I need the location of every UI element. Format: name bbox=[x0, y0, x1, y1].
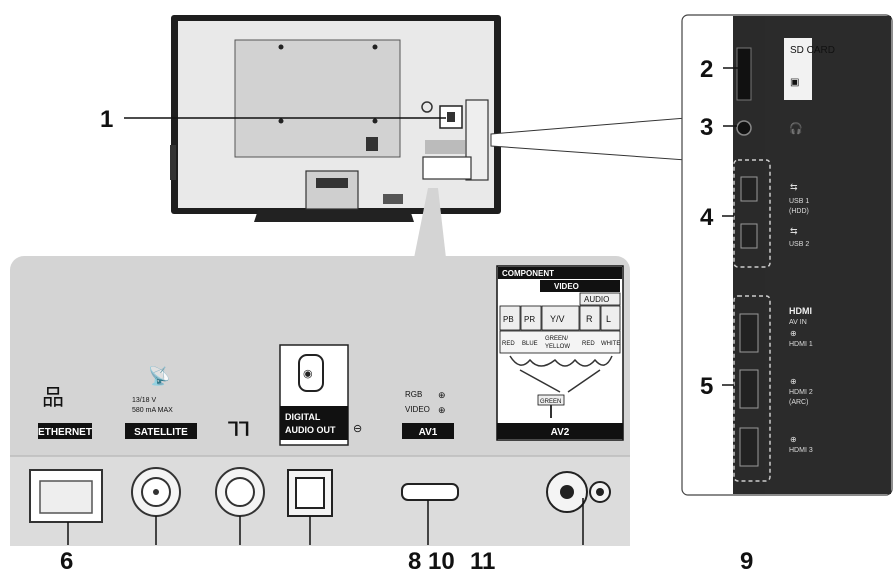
av2-audio-label: AUDIO bbox=[584, 295, 609, 304]
hdmi3-arrow-icon: ⊕ bbox=[790, 435, 797, 444]
av2-cable-wiring bbox=[509, 355, 613, 393]
red-label: RED bbox=[502, 341, 515, 347]
usb1-label: USB 1 bbox=[789, 198, 809, 205]
callout-10: 10 bbox=[428, 548, 455, 575]
av1-port bbox=[401, 483, 459, 501]
blue-label: BLUE bbox=[522, 341, 538, 347]
headphone-icon: 🎧 bbox=[789, 122, 803, 135]
satellite-spec-voltage: 13/18 V bbox=[132, 397, 156, 404]
side-terminal-panel: SD CARD ▣ 🎧 ⇆ USB 1 (HDD) ⇆ USB 2 HDMI A… bbox=[681, 14, 893, 496]
output-arrow-icon: ⊖ bbox=[353, 423, 362, 435]
sd-card-slot bbox=[736, 47, 752, 101]
usb1-icon: ⇆ bbox=[790, 182, 798, 192]
satellite-dish-icon: 📡 bbox=[148, 364, 170, 386]
satellite-label: SATELLITE bbox=[134, 427, 188, 438]
callout-4: 4 bbox=[700, 204, 714, 231]
sd-card-label-box bbox=[784, 38, 812, 100]
av2-label: AV2 bbox=[551, 427, 570, 438]
usb2-icon: ⇆ bbox=[790, 226, 798, 236]
callout-11: 11 bbox=[470, 548, 495, 575]
hdmi2-label: HDMI 2 bbox=[789, 389, 813, 396]
pr-label: PR bbox=[524, 315, 535, 324]
av-in-label: AV IN bbox=[789, 319, 807, 326]
sd-card-label: SD CARD bbox=[790, 45, 835, 56]
ethernet-icon: 品 bbox=[42, 385, 64, 410]
white-label: WHITE bbox=[601, 341, 620, 347]
sd-card-icon: ▣ bbox=[790, 77, 799, 88]
av1-video-arrow-icon: ⊕ bbox=[438, 405, 446, 415]
hdmi2-port bbox=[739, 369, 759, 409]
green-yellow-label-2: YELLOW bbox=[545, 344, 570, 350]
stand-base bbox=[254, 210, 414, 222]
digital-label: DIGITAL bbox=[285, 412, 321, 422]
tv-back-view bbox=[170, 15, 501, 222]
ethernet-label: ETHERNET bbox=[38, 427, 92, 438]
callout-9: 9 bbox=[740, 548, 753, 575]
hdmi3-port bbox=[739, 427, 759, 467]
green-yellow-label-1: GREEN/ bbox=[545, 336, 568, 342]
av1-rgb-label: RGB bbox=[405, 390, 422, 399]
usb2-port bbox=[740, 223, 758, 249]
red2-label: RED bbox=[582, 341, 595, 347]
callout-2: 2 bbox=[700, 56, 713, 83]
audio-out-label: AUDIO OUT bbox=[285, 425, 336, 435]
callout-5: 5 bbox=[700, 373, 713, 400]
av1-label: AV1 bbox=[419, 427, 438, 438]
usb-group-frame bbox=[733, 159, 771, 268]
aerial-icon: ㄲ bbox=[224, 414, 252, 447]
hdmi-logo: HDMI bbox=[789, 306, 812, 316]
hdmi2-sub-label: (ARC) bbox=[789, 399, 808, 406]
callout-6: 6 bbox=[60, 548, 73, 575]
callout-3: 3 bbox=[700, 114, 713, 141]
callout-8: 8 bbox=[408, 548, 421, 575]
headphone-jack bbox=[736, 120, 752, 136]
stand-neck bbox=[305, 170, 359, 210]
hdmi-group-frame bbox=[733, 295, 771, 482]
hdmi1-label: HDMI 1 bbox=[789, 341, 813, 348]
yv-label: Y/V bbox=[550, 314, 565, 324]
hdmi1-port bbox=[739, 313, 759, 353]
callout-1: 1 bbox=[100, 106, 113, 133]
av2-video-label: VIDEO bbox=[554, 282, 579, 291]
av1-rgb-arrow-icon: ⊕ bbox=[438, 390, 446, 400]
pb-label: PB bbox=[503, 315, 514, 324]
bottom-terminal-panel: 品 ETHERNET 📡 13/18 V 580 mA MAX SATELLIT… bbox=[10, 256, 630, 546]
component-label: COMPONENT bbox=[502, 269, 554, 278]
usb1-port bbox=[740, 176, 758, 202]
hdmi3-label: HDMI 3 bbox=[789, 447, 813, 454]
optical-plug-icon: ◉ bbox=[303, 368, 313, 380]
r-label: R bbox=[586, 314, 593, 324]
l-label: L bbox=[606, 314, 611, 324]
av1-video-label: VIDEO bbox=[405, 405, 430, 414]
green-plug-label: GREEN bbox=[540, 399, 561, 405]
satellite-spec-current: 580 mA MAX bbox=[132, 407, 173, 414]
usb1-sub-label: (HDD) bbox=[789, 208, 809, 215]
hdmi1-arrow-icon: ⊕ bbox=[790, 329, 797, 338]
hdmi2-arrow-icon: ⊕ bbox=[790, 377, 797, 386]
usb2-label: USB 2 bbox=[789, 241, 809, 248]
